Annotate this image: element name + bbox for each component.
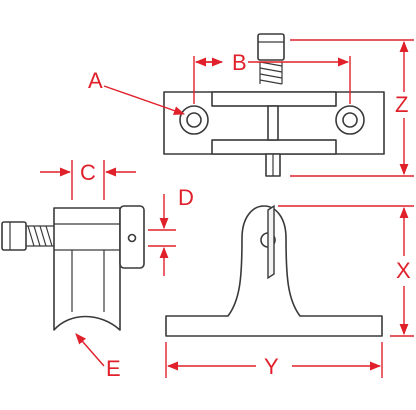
dimension-label-e: E (106, 356, 121, 381)
end-spring (27, 225, 53, 247)
top-view (163, 33, 385, 177)
dimension-label-y: Y (264, 354, 279, 379)
top-screw-knob (257, 33, 285, 61)
end-view (1, 205, 145, 331)
top-center-pin (267, 105, 279, 141)
side-view (165, 204, 383, 337)
end-yoke-body (53, 207, 121, 331)
dimension-lines (40, 39, 414, 378)
dimension-label-x: X (396, 258, 411, 283)
top-slot-lower (211, 139, 337, 155)
top-spring (259, 61, 283, 85)
side-tab-plate (267, 204, 275, 280)
end-pin-hole (127, 233, 137, 243)
top-slot-upper (211, 91, 337, 107)
end-screw-knob (1, 221, 27, 251)
dimension-label-d: D (178, 185, 194, 210)
dimension-label-a: A (88, 68, 103, 93)
dimension-label-c: C (80, 160, 96, 185)
dimension-label-b: B (232, 50, 247, 75)
dimension-label-z: Z (395, 92, 408, 117)
dimension-labels: B Z A C D E X Y (80, 50, 411, 381)
